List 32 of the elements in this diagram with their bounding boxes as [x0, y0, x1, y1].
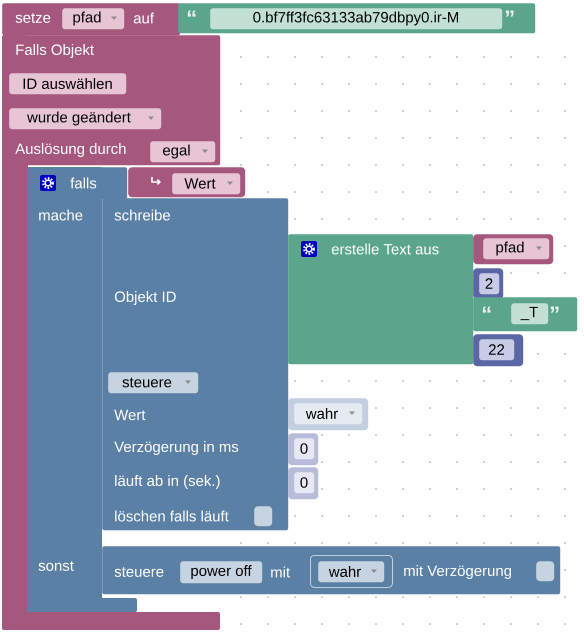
node-label: Objekt ID	[114, 291, 176, 305]
text-field: 0	[294, 472, 314, 494]
dropdown-field: steuere	[108, 372, 198, 394]
dropdown-field: Wert	[172, 173, 240, 194]
node-label: mit	[271, 566, 290, 578]
dropdown-field: wahr	[294, 403, 362, 424]
dropdown-field: wurde geändert	[9, 108, 162, 130]
node-label: mit Verzögerung	[404, 565, 512, 579]
dropdown-field: pfad	[483, 238, 550, 260]
node-label: schreibe	[114, 210, 170, 220]
text-field: power off	[180, 561, 262, 584]
node-label: Wert	[114, 410, 146, 420]
text-field: _T	[511, 303, 548, 324]
node-label: auf	[134, 12, 154, 24]
dropdown-field: pfad	[62, 8, 124, 30]
node-label: läuft ab in (sek.)	[115, 475, 220, 489]
text-field: 0.bf7ff3fc63133ab79dbpy0.ir-M	[210, 8, 502, 30]
checkbox	[254, 506, 272, 526]
node-label: Falls Objekt	[16, 44, 94, 58]
node-label: “	[482, 306, 491, 313]
node-label: ”	[550, 306, 559, 313]
node-label: steuere	[114, 567, 164, 577]
dropdown-field: wahr	[318, 561, 384, 582]
checkbox	[536, 561, 554, 582]
text-field: 0	[294, 438, 314, 460]
node-label: Auslösung durch	[15, 143, 126, 157]
code-block: erstelle Text aus	[288, 234, 474, 364]
dropdown-field: egal	[150, 141, 216, 162]
text-field: ID auswählen	[9, 73, 126, 94]
node-label: setze	[16, 13, 50, 23]
text-field: 2	[479, 273, 500, 294]
text-field: 22	[479, 339, 514, 360]
